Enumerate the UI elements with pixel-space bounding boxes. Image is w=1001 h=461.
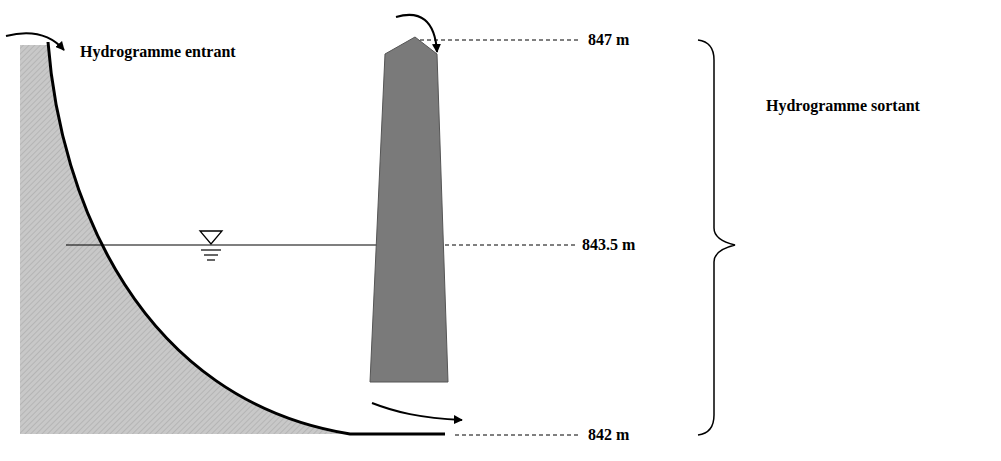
level-line (445, 245, 575, 246)
crest-outflow-arrow (396, 15, 437, 52)
water-symbol (204, 254, 218, 255)
water-symbol (207, 259, 215, 260)
level-line (455, 435, 578, 436)
elevation-label: 847 m (588, 31, 629, 49)
elevation-label: 843.5 m (582, 236, 635, 254)
range-brace (698, 40, 735, 435)
inflow-arrow (6, 33, 64, 50)
water-line (66, 244, 380, 245)
hydrograph-label: Hydrogramme entrant (80, 43, 236, 61)
water-symbol (201, 249, 221, 250)
dam-body (370, 37, 448, 382)
elevation-label: 842 m (588, 426, 629, 444)
level-line (420, 40, 578, 41)
bottom-outflow-arrow (372, 403, 462, 420)
water-symbol (200, 231, 222, 244)
hydrograph-label: Hydrogramme sortant (766, 97, 920, 115)
bank-ground (20, 45, 350, 434)
